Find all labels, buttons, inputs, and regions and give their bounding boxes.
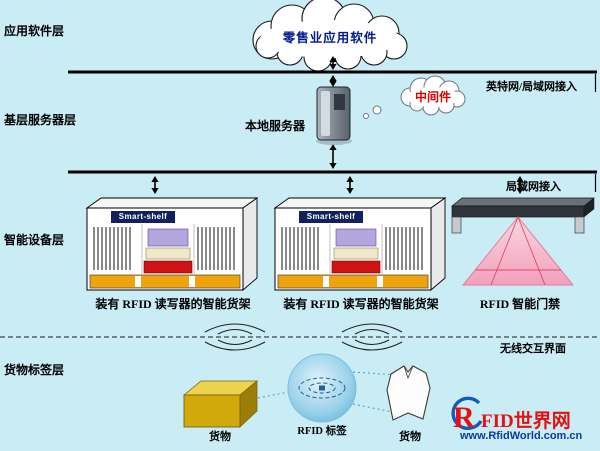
goods-box-caption: 货物 xyxy=(209,431,231,443)
goods-clothes-caption: 货物 xyxy=(399,431,421,443)
smart-shelf-1-caption: 装有 RFID 读写器的智能货架 xyxy=(95,297,251,311)
application-cloud-shape xyxy=(252,0,408,72)
retail-app-cloud-label: 零售业应用软件 xyxy=(282,31,378,45)
layer-label-server: 基层服务器层 xyxy=(4,113,77,127)
link-arrows xyxy=(151,56,524,194)
smart-shelf-2-caption: 装有 RFID 读写器的智能货架 xyxy=(283,297,439,311)
logo-brand-text: FID世界网 xyxy=(481,410,571,432)
zoom-callout-lines xyxy=(257,371,398,414)
rfid-gate-icon xyxy=(451,197,595,286)
logo-initial: R xyxy=(453,401,475,434)
lan-access-label: 局域网接入 xyxy=(506,181,561,193)
logo-swoosh-icon xyxy=(451,396,483,431)
internet-access-label: 英特网/局域网接入 xyxy=(486,81,578,93)
smart-shelf-1-title: Smart-shelf xyxy=(118,212,168,221)
logo-url: www.RfidWorld.com.cn xyxy=(460,430,583,442)
internet-bus-line xyxy=(68,70,597,92)
lan-bus-line xyxy=(68,170,597,192)
layer-label-application: 应用软件层 xyxy=(4,24,65,38)
brand-logo: R FID世界网 www.RfidWorld.com.cn xyxy=(444,396,582,442)
clothes-icon xyxy=(386,365,431,421)
smart-shelf-2-title: Smart-shelf xyxy=(306,212,356,221)
local-server-icon xyxy=(316,86,352,145)
logo-mark: R xyxy=(451,396,483,434)
local-server-label: 本地服务器 xyxy=(245,119,306,133)
logo-row: R FID世界网 xyxy=(444,396,582,436)
layer-label-goods-tag: 货物标签层 xyxy=(4,363,65,377)
rfid-gate-caption: RFID 智能门禁 xyxy=(479,297,561,311)
rfid-tag-zoom-icon xyxy=(287,353,357,423)
rfid-tag-caption: RFID 标签 xyxy=(297,426,347,437)
middleware-bubble-shape xyxy=(363,75,466,119)
middleware-label: 中间件 xyxy=(414,90,451,104)
goods-box-icon xyxy=(182,380,259,428)
wireless-interface-label: 无线交互界面 xyxy=(500,343,566,355)
layer-label-device: 智能设备层 xyxy=(4,233,65,247)
